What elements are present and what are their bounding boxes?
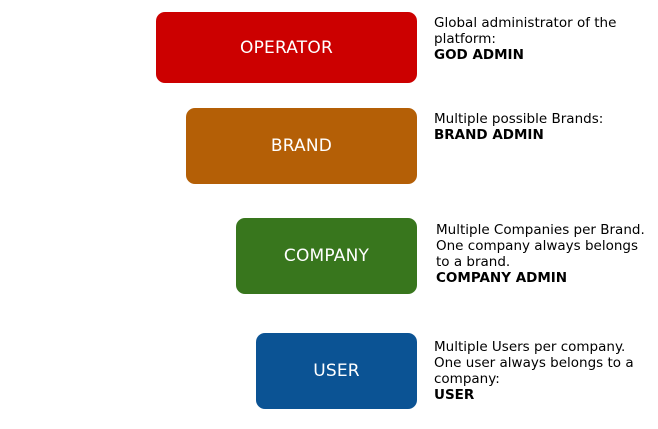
user-label: USER xyxy=(313,361,360,381)
brand-box: BRAND xyxy=(186,108,417,184)
user-description: Multiple Users per company. One user alw… xyxy=(434,339,634,403)
operator-description-line: Global administrator of the xyxy=(434,15,617,31)
company-description-line: Multiple Companies per Brand. xyxy=(436,222,645,238)
company-description-line: to a brand. xyxy=(436,254,511,270)
operator-description: Global administrator of the platform: GO… xyxy=(434,15,616,63)
company-description: Multiple Companies per Brand. One compan… xyxy=(436,222,645,286)
brand-description: Multiple possible Brands: BRAND ADMIN xyxy=(434,111,603,143)
brand-description-line: Multiple possible Brands: xyxy=(434,111,604,127)
company-description-line: One company always belongs xyxy=(436,238,638,254)
user-description-line: Multiple Users per company. xyxy=(434,339,626,355)
brand-label: BRAND xyxy=(270,136,333,156)
company-box: COMPANY xyxy=(236,218,417,294)
operator-role: GOD ADMIN xyxy=(434,47,524,63)
company-role: COMPANY ADMIN xyxy=(436,270,568,286)
operator-box: OPERATOR xyxy=(156,12,417,83)
company-label: COMPANY xyxy=(283,246,370,266)
user-description-line: company: xyxy=(434,371,500,387)
operator-label: OPERATOR xyxy=(240,37,333,58)
user-box: USER xyxy=(256,333,417,409)
user-role: USER xyxy=(434,387,475,403)
brand-role: BRAND ADMIN xyxy=(434,127,544,143)
user-description-line: One user always belongs to a xyxy=(434,355,634,371)
operator-description-line: platform: xyxy=(434,31,496,47)
